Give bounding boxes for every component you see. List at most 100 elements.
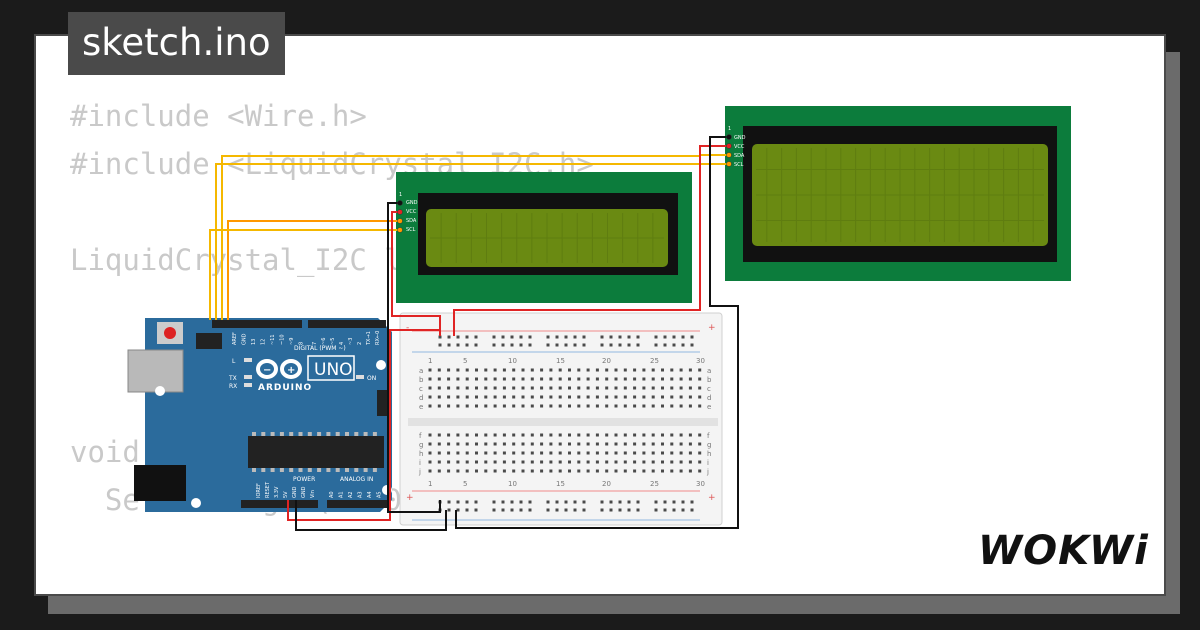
bb-hole xyxy=(568,395,571,399)
bb-hole xyxy=(651,368,655,372)
bb-hole xyxy=(623,377,627,381)
bb-hole xyxy=(447,368,451,372)
bb-col-number: 10 xyxy=(508,357,517,365)
lcd-display-1602[interactable]: 1 GND VCC SDA SCL xyxy=(396,172,692,303)
bb-hole xyxy=(595,395,599,399)
bb-hole xyxy=(549,460,553,464)
bb-hole xyxy=(633,395,637,399)
lcd-pin-label: SDA xyxy=(734,153,745,159)
bb-hole xyxy=(475,451,478,455)
bb-rail-hole xyxy=(609,343,613,347)
bb-rail-hole xyxy=(600,343,604,347)
bb-row-label: f xyxy=(707,432,710,440)
bb-hole xyxy=(698,469,702,473)
bb-col-number: 20 xyxy=(602,357,611,365)
bb-col-number: 15 xyxy=(556,357,565,365)
bb-hole xyxy=(614,442,618,446)
bb-hole xyxy=(456,377,460,381)
bb-hole xyxy=(502,451,506,455)
pin-label: 8 xyxy=(299,342,305,345)
bb-hole xyxy=(605,469,609,473)
bb-hole xyxy=(558,368,562,372)
bb-rail-hole xyxy=(510,508,514,512)
pin-label: ~10 xyxy=(280,334,286,345)
bb-hole xyxy=(549,442,553,446)
bb-hole xyxy=(493,460,497,464)
bb-hole xyxy=(568,469,571,473)
bb-hole xyxy=(475,368,478,372)
bb-rail-hole xyxy=(564,500,568,504)
lcd-pin-label: GND xyxy=(406,200,418,206)
bb-hole xyxy=(623,469,627,473)
bb-hole xyxy=(465,404,469,408)
bb-rail-hole xyxy=(501,500,505,504)
bb-hole xyxy=(688,433,692,437)
led-on xyxy=(356,375,364,379)
bb-hole xyxy=(586,368,590,372)
bb-rail-hole xyxy=(618,343,622,347)
pin-label: RESET xyxy=(265,481,271,498)
bb-rail-hole xyxy=(681,500,685,504)
bb-hole xyxy=(530,433,534,437)
bb-col-number: 30 xyxy=(696,357,705,365)
bb-hole xyxy=(595,442,599,446)
bb-rail-hole xyxy=(600,500,604,504)
bb-rail-hole xyxy=(546,508,550,512)
pin-label: 3.3V xyxy=(274,486,280,498)
pin-label: A5 xyxy=(377,491,383,498)
lcd-pin-label: VCC xyxy=(406,209,417,215)
power-header xyxy=(241,500,318,508)
bb-hole xyxy=(642,377,646,381)
bb-hole xyxy=(512,442,516,446)
bb-hole xyxy=(493,451,497,455)
bb-hole xyxy=(428,460,432,464)
bb-hole xyxy=(614,395,618,399)
bb-hole xyxy=(670,395,674,399)
bb-row-label: h xyxy=(707,450,711,458)
bb-hole xyxy=(688,377,692,381)
arduino-uno-board[interactable]: − + UNO ARDUINO DIGITAL (PWM ~) L TX RX … xyxy=(127,318,392,512)
bb-hole xyxy=(568,377,571,381)
digital-label: DIGITAL (PWM ~) xyxy=(294,345,346,352)
arduino-logo-icon xyxy=(256,359,302,379)
bb-rail-hole xyxy=(600,335,604,339)
bb-hole xyxy=(484,469,488,473)
bb-hole xyxy=(642,386,646,390)
bb-hole xyxy=(688,386,692,390)
wires xyxy=(209,136,739,531)
bb-hole xyxy=(679,404,683,408)
bb-hole xyxy=(521,460,525,464)
bb-hole xyxy=(465,368,469,372)
bb-rail-hole xyxy=(573,335,577,339)
bb-hole xyxy=(614,451,618,455)
bb-rail-hole xyxy=(447,343,451,347)
bb-hole xyxy=(698,377,702,381)
bb-hole xyxy=(577,377,581,381)
bb-rail-hole xyxy=(627,500,631,504)
bb-hole xyxy=(614,386,618,390)
board-model-label: UNO xyxy=(314,360,353,380)
bb-hole xyxy=(558,442,562,446)
bb-hole xyxy=(437,377,441,381)
pin-label: A4 xyxy=(367,491,373,498)
bb-hole xyxy=(633,368,637,372)
bb-rail-hole xyxy=(546,343,550,347)
bb-plus-label: + xyxy=(708,323,716,333)
bb-row-label: b xyxy=(707,376,712,384)
reset-button[interactable] xyxy=(164,327,176,339)
bb-hole xyxy=(447,395,451,399)
bb-plus-label: + xyxy=(708,493,716,503)
lcd2-scl-pin xyxy=(726,161,732,167)
bb-rail-hole xyxy=(690,500,694,504)
bb-hole xyxy=(549,386,553,390)
wokwi-logo: WOKWi xyxy=(978,528,1149,574)
wire-sda-lcd1 xyxy=(227,220,400,320)
bb-rail-hole xyxy=(609,335,613,339)
bb-rail-hole xyxy=(474,500,478,504)
bb-hole xyxy=(595,377,599,381)
bb-hole xyxy=(577,395,581,399)
bb-hole xyxy=(595,460,599,464)
lcd-display-2004[interactable]: 1 GND VCC SDA SCL xyxy=(725,106,1071,281)
bb-hole xyxy=(614,368,618,372)
bb-hole xyxy=(437,433,441,437)
